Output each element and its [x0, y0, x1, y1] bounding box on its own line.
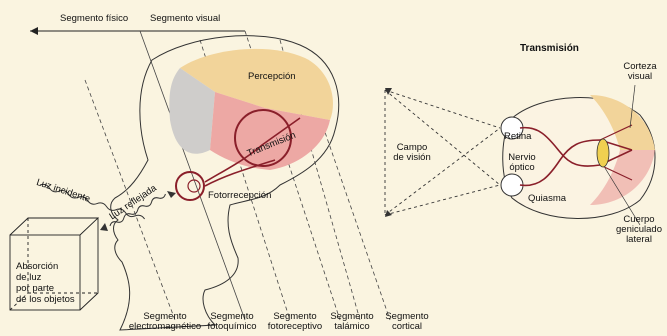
lgn-shape	[596, 138, 610, 168]
right-title: Transmisión	[520, 43, 579, 54]
eye-circle	[175, 171, 205, 201]
visual-segment-label: Segmento visual	[150, 13, 221, 24]
reflected-light-wave	[109, 193, 166, 227]
field-of-view-lines	[384, 89, 501, 216]
perception-label: Percepción	[248, 71, 296, 82]
absorption-line-4: de los objetos	[16, 294, 75, 305]
transmission-region	[210, 92, 330, 170]
arrow-head-icon	[30, 27, 38, 35]
right-eye	[500, 173, 524, 197]
retina-label: Retina	[504, 131, 532, 142]
absorption-line-2: de luz	[16, 272, 42, 283]
incident-light-wave	[39, 183, 146, 220]
absorption-line-3: por parte	[16, 283, 55, 294]
absorption-line-1: Absorción	[16, 261, 59, 272]
physical-segment-label: Segmento físico	[60, 13, 129, 24]
perception-region	[180, 48, 333, 120]
gray-region	[169, 68, 215, 154]
physical-divider	[139, 30, 246, 321]
chiasm-label: Quiasma	[528, 193, 567, 204]
object-cube	[9, 217, 100, 311]
head-outline	[110, 35, 340, 331]
photoreception-label: Fotorrecepción	[208, 190, 272, 201]
transmission-circle	[234, 109, 292, 167]
